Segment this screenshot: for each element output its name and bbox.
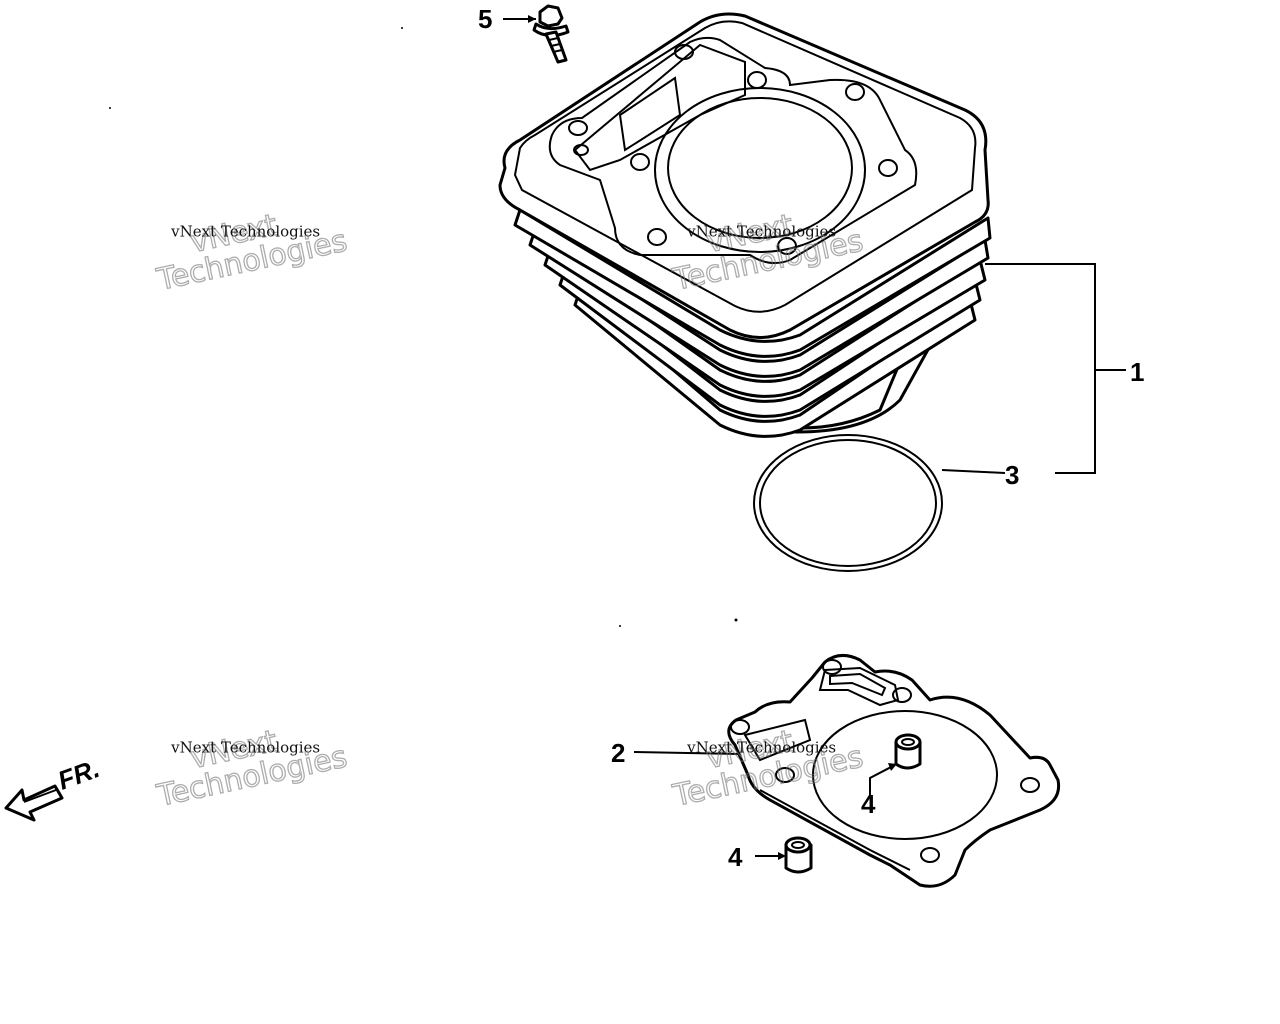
callout-4-lower: 4 — [728, 842, 743, 872]
watermark-line2: vNext Technologies — [170, 223, 320, 241]
callout-3: 3 — [1005, 460, 1019, 490]
callout-5: 5 — [478, 4, 492, 34]
front-direction-indicator: FR. — [4, 753, 104, 822]
watermark-top-left: vNext vNext Technologies Technologies — [153, 207, 351, 299]
watermark-line2: vNext Technologies — [170, 739, 320, 757]
front-direction-label: FR. — [54, 753, 104, 796]
dowel-pin-upper — [894, 733, 922, 770]
flange-bolt — [532, 4, 570, 64]
callout-4-upper: 4 — [861, 789, 876, 819]
base-gasket — [727, 654, 1061, 888]
cylinder-block — [498, 12, 992, 438]
dowel-pin-lower — [784, 836, 813, 874]
callout-1: 1 — [1130, 357, 1144, 387]
watermark-line2: vNext Technologies — [686, 223, 836, 241]
watermark-line2: vNext Technologies — [686, 739, 836, 757]
leader-lines — [109, 15, 1126, 860]
o-ring — [753, 434, 943, 572]
callout-2: 2 — [611, 738, 625, 768]
watermark-bottom-left: vNext vNext Technologies Technologies — [153, 723, 351, 815]
